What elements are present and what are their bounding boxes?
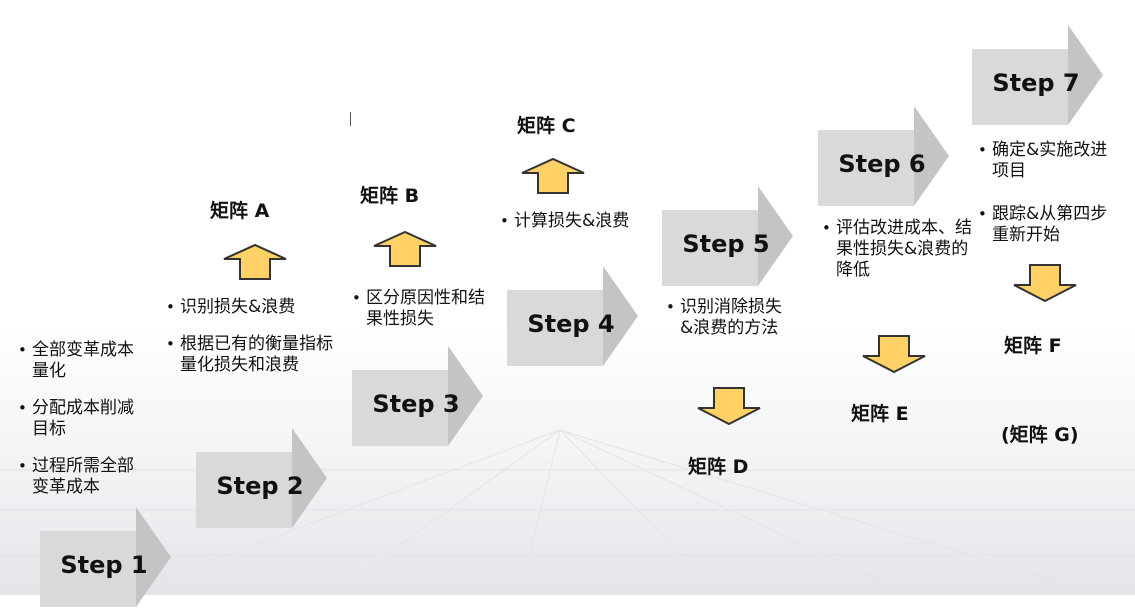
step-1-bullets: 全部变革成本量化 分配成本削减目标 过程所需全部变革成本 — [18, 340, 150, 514]
list-item: 计算损失&浪费 — [500, 211, 640, 232]
matrix-g-label: (矩阵 G) — [1001, 424, 1079, 446]
step-6-block: Step 6 — [814, 106, 949, 211]
step-4-block: Step 4 — [503, 266, 638, 371]
step-3-label: Step 3 — [372, 390, 460, 418]
list-item: 跟踪&从第四步重新开始 — [978, 204, 1113, 246]
step-7-bullets: 确定&实施改进项目 跟踪&从第四步重新开始 — [978, 140, 1113, 268]
step-2-block: Step 2 — [192, 428, 327, 533]
list-item: 确定&实施改进项目 — [978, 140, 1113, 182]
step-7-label: Step 7 — [992, 69, 1080, 97]
step-block-shape — [972, 25, 1103, 125]
arrow-down-icon — [697, 387, 761, 426]
list-item: 识别损失&浪费 — [166, 297, 346, 318]
list-item: 根据已有的衡量指标量化损失和浪费 — [166, 334, 346, 376]
step-1-label: Step 1 — [60, 551, 148, 579]
step-block-shape — [352, 346, 483, 446]
list-item: 全部变革成本量化 — [18, 340, 150, 382]
matrix-e-label: 矩阵 E — [851, 403, 909, 425]
matrix-d-label: 矩阵 D — [688, 456, 749, 478]
step-5-block: Step 5 — [658, 186, 793, 291]
step-5-bullets: 识别消除损失&浪费的方法 — [666, 297, 791, 355]
list-item: 区分原因性和结果性损失 — [352, 288, 492, 330]
step-3-block: Step 3 — [348, 346, 483, 451]
step-block-shape — [818, 106, 949, 206]
step-block-shape — [507, 266, 638, 366]
step-2-bullets: 识别损失&浪费 根据已有的衡量指标量化损失和浪费 — [166, 297, 346, 392]
list-item: 分配成本削减目标 — [18, 398, 150, 440]
arrow-down-icon — [1013, 264, 1077, 303]
matrix-a-label: 矩阵 A — [210, 200, 270, 222]
step-6-bullets: 评估改进成本、结果性损失&浪费的降低 — [822, 218, 977, 297]
arrow-up-icon — [521, 157, 585, 194]
step-4-bullets: 计算损失&浪费 — [500, 211, 640, 248]
matrix-f-label: 矩阵 F — [1004, 335, 1062, 357]
list-item: 识别消除损失&浪费的方法 — [666, 297, 791, 339]
list-item: 评估改进成本、结果性损失&浪费的降低 — [822, 218, 977, 281]
step-1-block: Step 1 — [36, 507, 171, 612]
step-7-block: Step 7 — [968, 25, 1103, 130]
arrow-down-icon — [862, 335, 926, 374]
list-item: 过程所需全部变革成本 — [18, 456, 150, 498]
step-6-label: Step 6 — [838, 150, 926, 178]
step-5-label: Step 5 — [682, 230, 770, 258]
step-block-shape — [196, 428, 327, 528]
step-block-shape — [40, 507, 171, 607]
matrix-c-label: 矩阵 C — [517, 115, 576, 137]
step-2-label: Step 2 — [216, 472, 304, 500]
divider-tick — [350, 112, 351, 126]
arrow-up-icon — [373, 230, 437, 267]
perspective-floor — [0, 429, 1135, 595]
matrix-b-label: 矩阵 B — [360, 185, 420, 207]
step-3-bullets: 区分原因性和结果性损失 — [352, 288, 492, 346]
step-4-label: Step 4 — [527, 310, 615, 338]
arrow-up-icon — [223, 243, 287, 280]
step-block-shape — [662, 186, 793, 286]
